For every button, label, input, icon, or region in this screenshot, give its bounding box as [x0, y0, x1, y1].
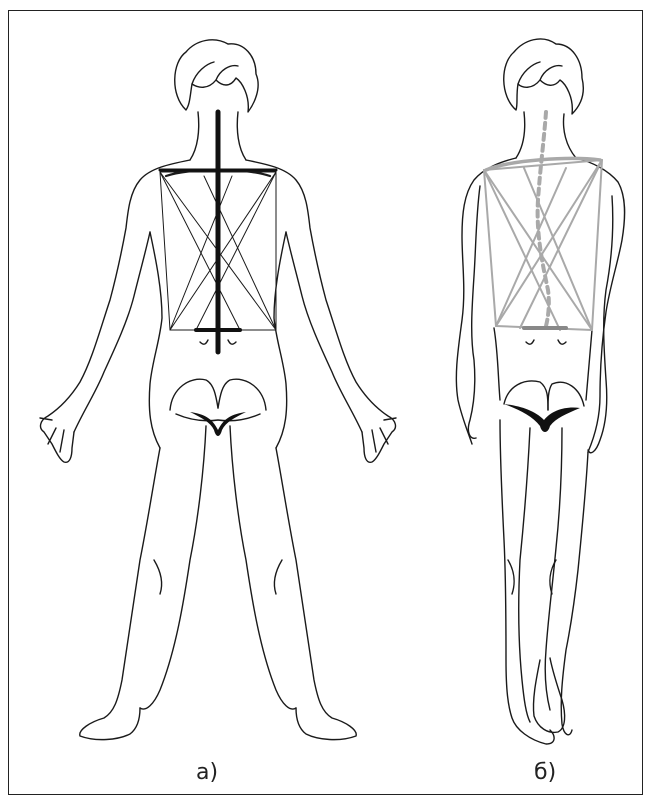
figure-b-construction-lines	[484, 160, 602, 330]
panel-a-label: а)	[196, 760, 218, 785]
panel-b-label: б)	[534, 760, 556, 785]
figure-a-shading	[190, 412, 246, 436]
figure-b-shading	[504, 404, 580, 432]
figure-b-body	[456, 39, 624, 744]
